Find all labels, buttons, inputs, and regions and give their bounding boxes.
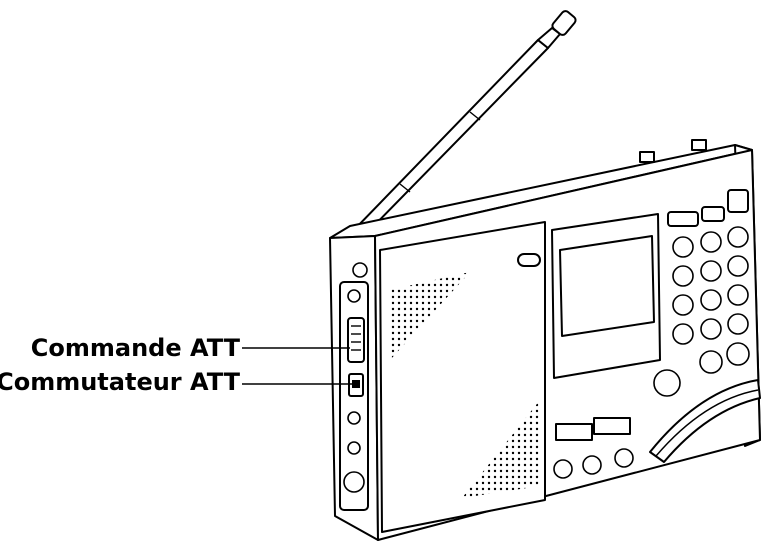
speaker-panel (379, 221, 546, 533)
key-3[interactable] (727, 226, 749, 248)
top-buttons[interactable] (667, 189, 749, 227)
function-button[interactable] (701, 206, 725, 222)
lower-controls[interactable] (553, 417, 634, 479)
side-knob[interactable] (352, 262, 368, 278)
key-5[interactable] (700, 260, 722, 282)
lcd-display (559, 235, 655, 337)
key-2[interactable] (700, 231, 722, 253)
numeric-keypad[interactable] (672, 226, 749, 345)
band-button-right[interactable] (593, 417, 631, 435)
key-4[interactable] (672, 265, 694, 287)
indicator-lamp (517, 253, 541, 267)
key-9[interactable] (727, 284, 749, 306)
strap-hook-right (691, 139, 707, 151)
callout-att-switch: Commutateur ATT (0, 368, 240, 396)
mode-button-1[interactable] (553, 459, 573, 479)
key-6[interactable] (727, 255, 749, 277)
key-0[interactable] (700, 318, 722, 340)
tune-down-button[interactable] (699, 350, 723, 374)
key-8[interactable] (700, 289, 722, 311)
speaker-grille-top (390, 272, 470, 360)
memory-button[interactable] (727, 189, 749, 213)
key-enter[interactable] (727, 313, 749, 335)
side-jack-2[interactable] (347, 411, 361, 425)
key-7[interactable] (672, 294, 694, 316)
mode-button-3[interactable] (614, 448, 634, 468)
side-jack-1[interactable] (347, 289, 361, 303)
side-controls[interactable] (339, 262, 369, 511)
att-control-dial[interactable] (347, 317, 365, 363)
key-1[interactable] (672, 236, 694, 258)
band-button-left[interactable] (555, 423, 593, 441)
side-jack-3[interactable] (347, 441, 361, 455)
scan-button[interactable] (653, 369, 681, 397)
key-10[interactable] (672, 323, 694, 345)
tune-up-button[interactable] (726, 342, 750, 366)
speaker-grille-bottom (462, 400, 540, 498)
power-button[interactable] (667, 211, 699, 227)
tuning-controls[interactable] (649, 342, 761, 463)
strap-hook (639, 151, 655, 163)
jog-dial[interactable] (649, 379, 761, 463)
display-area (551, 213, 661, 379)
headphone-jack[interactable] (343, 471, 365, 493)
mode-button-2[interactable] (582, 455, 602, 475)
callout-att-control: Commande ATT (30, 334, 240, 362)
